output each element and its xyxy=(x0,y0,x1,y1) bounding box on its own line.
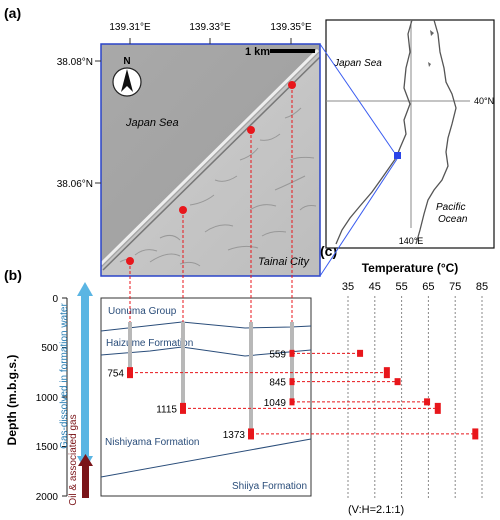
formation-boundary xyxy=(100,438,312,478)
temperature-tick-label: 75 xyxy=(449,281,461,293)
temperature-marker xyxy=(394,378,401,386)
water-gas-arrow-shaft xyxy=(81,296,89,456)
north-arrow: N xyxy=(112,56,142,97)
section-y-axis: 0 500 1000 1500 2000 Depth (m.b.g.s.) xyxy=(5,294,68,503)
temperature-marker xyxy=(472,428,479,440)
inset-connector xyxy=(319,158,398,277)
temperature-panel: Temperature (°C) 35 45 55 65 75 85 xyxy=(342,261,488,498)
depth-label: 845 xyxy=(269,378,286,389)
temperature-marker xyxy=(434,402,441,414)
temperature-tick-label: 85 xyxy=(476,281,488,293)
inset-west-coast xyxy=(335,19,413,245)
section-panel: Uonuma Group Haizume Formation Nishiyama… xyxy=(100,297,312,497)
well-location-dot xyxy=(288,81,296,89)
depth-marker xyxy=(127,367,133,379)
temperature-tick-label: 45 xyxy=(369,281,381,293)
formation-label: Uonuma Group xyxy=(108,306,177,317)
map-axes: 139.31°E 139.33°E 139.35°E 38.08°N 38.06… xyxy=(57,22,312,190)
inset-islands xyxy=(428,30,434,67)
inset-ocean-label: Pacific xyxy=(436,202,465,213)
water-gas-arrow-label: Gas-dissolved in formation water xyxy=(59,303,70,449)
inset-east-coast xyxy=(415,19,457,245)
depth-label: 1115 xyxy=(156,404,177,415)
inset-lat-label: 40°N xyxy=(474,96,494,106)
y-tick-label: 500 xyxy=(41,343,58,354)
well-shaft xyxy=(249,322,253,434)
north-label: N xyxy=(123,56,130,67)
lon-tick-label: 139.31°E xyxy=(109,22,151,33)
depth-marker xyxy=(289,398,295,406)
lat-tick-label: 38.06°N xyxy=(57,179,93,190)
study-area-marker xyxy=(394,152,401,159)
well-shaft xyxy=(181,322,185,409)
panel-label-b: (b) xyxy=(4,267,22,283)
temperature-tick-label: 35 xyxy=(342,281,354,293)
depth-label: 1049 xyxy=(264,398,287,409)
formation-label: Shiiya Formation xyxy=(232,481,307,492)
scale-bar: 1 km xyxy=(245,46,315,58)
temperature-marker xyxy=(383,367,390,379)
formation-boundary xyxy=(100,321,312,332)
scale-bar-label: 1 km xyxy=(245,46,270,58)
map-city-label: Tainai City xyxy=(258,256,310,268)
inset-connector xyxy=(319,43,395,153)
depth-label: 1373 xyxy=(223,430,246,441)
relief-map xyxy=(99,43,321,277)
inset-lon-label: 140°E xyxy=(399,236,424,246)
north-arrow-icon xyxy=(121,69,133,92)
temperature-axis: 35 45 55 65 75 85 xyxy=(342,281,488,498)
wells-layer: 559 754 845 1049 1115 1373 xyxy=(107,81,479,441)
map-sea-label: Japan Sea xyxy=(125,117,179,129)
lon-tick-label: 139.33°E xyxy=(189,22,231,33)
resource-arrows: Gas-dissolved in formation water Oil & a… xyxy=(59,282,93,506)
temperature-tick-label: 65 xyxy=(422,281,434,293)
depth-marker xyxy=(180,402,186,414)
y-axis-label: Depth (m.b.g.s.) xyxy=(5,355,19,446)
depth-marker xyxy=(248,428,254,440)
temperature-marker xyxy=(357,349,364,357)
lon-tick-label: 139.35°E xyxy=(270,22,312,33)
inset-sea-label: Japan Sea xyxy=(333,58,382,69)
inset-ocean-label: Ocean xyxy=(438,214,468,225)
well-shaft xyxy=(128,322,132,373)
inset-frame xyxy=(325,19,495,249)
inset-map: Japan Sea Pacific Ocean 40°N 140°E xyxy=(325,19,495,249)
y-tick-label: 2000 xyxy=(36,492,59,503)
depth-label: 754 xyxy=(107,369,124,380)
depth-marker xyxy=(289,378,295,386)
well-location-dot xyxy=(126,257,134,265)
y-tick-label: 1500 xyxy=(36,442,59,453)
well-location-dot xyxy=(247,126,255,134)
oil-gas-arrow-label: Oil & associated gas xyxy=(68,414,79,505)
oil-gas-arrow-head xyxy=(78,454,93,466)
formation-label: Haizume Formation xyxy=(106,338,193,349)
section-frame xyxy=(100,297,312,497)
y-tick-label: 0 xyxy=(52,294,58,305)
y-tick-label: 1000 xyxy=(36,393,59,404)
depth-marker xyxy=(289,349,295,357)
temperature-marker xyxy=(424,398,431,406)
scale-ratio: (V:H=2.1:1) xyxy=(348,504,404,516)
temperature-tick-label: 55 xyxy=(395,281,407,293)
well-location-dot xyxy=(179,206,187,214)
temperature-title: Temperature (°C) xyxy=(362,261,459,275)
coastline-shadow xyxy=(102,56,321,271)
oil-gas-arrow-shaft xyxy=(82,466,89,498)
panel-label-a: (a) xyxy=(4,5,21,21)
well-shaft xyxy=(290,322,294,402)
lat-tick-label: 38.08°N xyxy=(57,57,93,68)
formation-label: Nishiyama Formation xyxy=(105,437,199,448)
depth-label: 559 xyxy=(269,349,286,360)
coastline-highlight xyxy=(99,48,320,266)
water-gas-arrow-head-up xyxy=(77,282,93,296)
